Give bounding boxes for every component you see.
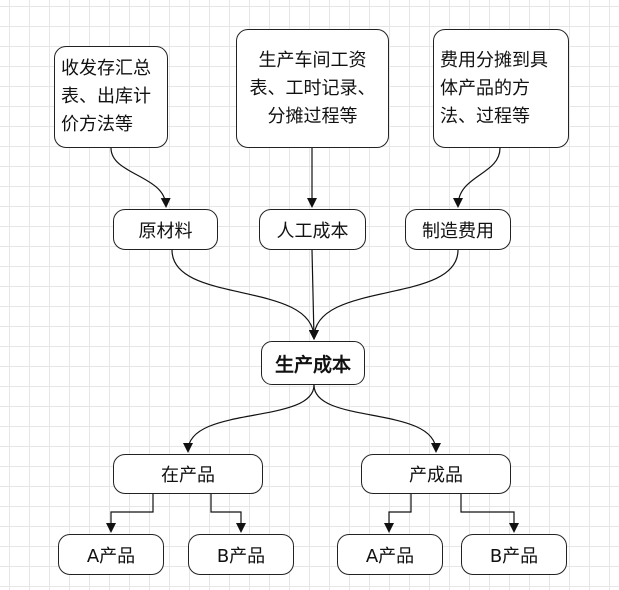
edge-material-to-center [171, 249, 319, 340]
labor-note: 生产车间工资 表、工时记录、 分摊过程等 [236, 29, 389, 148]
edge-allocation-to-overhead [453, 147, 501, 208]
material-cost-node: 原材料 [113, 209, 218, 250]
edge-finished-to-b [460, 494, 519, 533]
edge-finished-to-a [384, 494, 412, 533]
wip-node: 在产品 [113, 454, 263, 494]
edge-inventory-to-material [110, 147, 171, 208]
edge-overhead-to-center [309, 249, 459, 340]
edge-wip-to-b [210, 494, 246, 533]
allocation-note: 费用分摊到具 体产品的方 法、过程等 [433, 29, 569, 148]
edge-wip-to-a [106, 494, 154, 533]
edge-center-to-wip [183, 384, 315, 453]
overhead-cost-node: 制造费用 [405, 209, 511, 250]
production-cost-node: 生产成本 [261, 341, 365, 385]
labor-cost-node: 人工成本 [259, 209, 366, 250]
finished-product-b-node: B产品 [461, 534, 567, 575]
finished-goods-node: 产成品 [361, 454, 511, 494]
edge-labor-to-center [308, 249, 319, 340]
inventory-note: 收发存汇总 表、出库计 价方法等 [54, 46, 168, 148]
wip-product-b-node: B产品 [188, 534, 294, 575]
wip-product-a-node: A产品 [58, 534, 164, 575]
edge-center-to-finished [313, 384, 441, 453]
finished-product-a-node: A产品 [337, 534, 443, 575]
